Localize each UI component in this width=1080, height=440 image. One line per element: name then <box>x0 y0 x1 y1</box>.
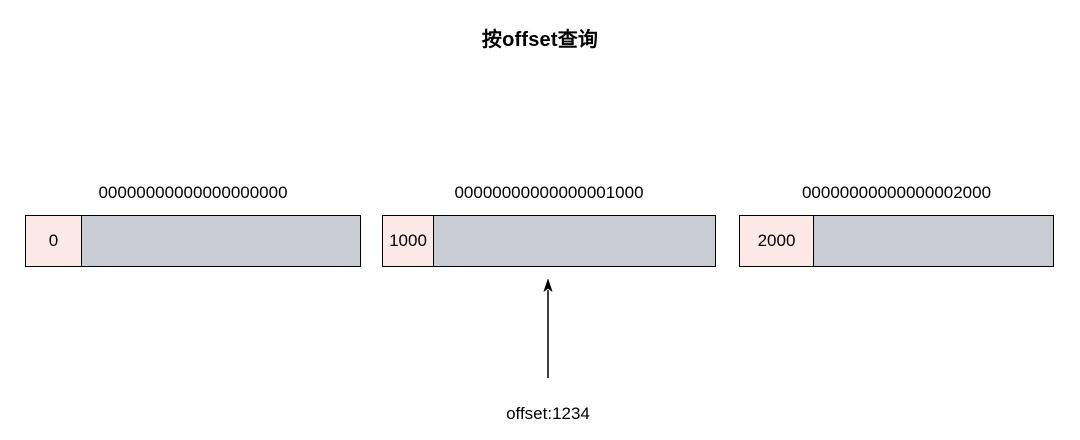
segment-box: 2000 <box>739 215 1054 267</box>
log-segment-1: 00000000000000001000 1000 <box>382 183 716 267</box>
segment-base-offset-cell: 2000 <box>740 216 814 266</box>
segment-file-name: 00000000000000001000 <box>454 183 644 202</box>
segment-file-name: 00000000000000002000 <box>801 183 992 202</box>
segment-box: 0 <box>25 215 361 267</box>
segment-base-offset-cell: 1000 <box>383 216 434 266</box>
segment-log-body <box>434 216 715 266</box>
segment-box: 1000 <box>382 215 716 267</box>
segment-log-body <box>814 216 1053 266</box>
log-segment-2: 00000000000000002000 2000 <box>739 183 1054 267</box>
log-segment-0: 00000000000000000000 0 <box>25 183 361 267</box>
segment-log-body <box>82 216 360 266</box>
segment-base-offset-cell: 0 <box>26 216 82 266</box>
segment-file-name: 00000000000000000000 <box>98 183 288 202</box>
offset-pointer-label: offset:1234 <box>506 404 590 423</box>
up-arrow-icon <box>543 278 553 378</box>
diagram-title: 按offset查询 <box>481 29 599 51</box>
